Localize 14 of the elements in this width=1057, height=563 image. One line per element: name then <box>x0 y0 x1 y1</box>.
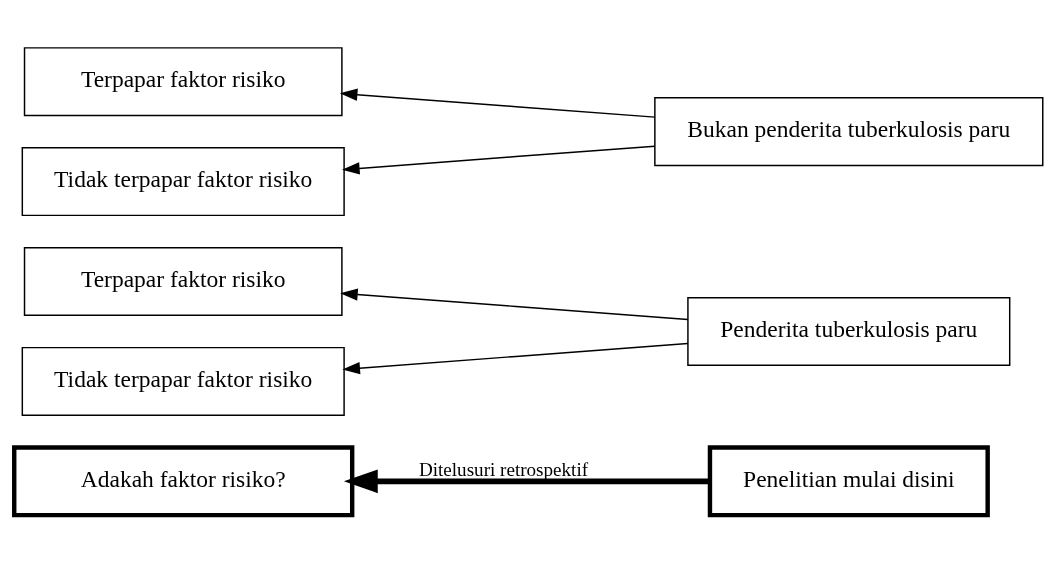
arrow <box>340 288 689 321</box>
node-box: Penelitian mulai disini <box>707 445 990 518</box>
arrow <box>341 145 656 175</box>
node-box: Adakah faktor risiko? <box>12 445 355 518</box>
node-box: Penderita tuberkulosis paru <box>687 296 1011 366</box>
arrow <box>343 469 710 494</box>
node-box: Bukan penderita tuberkulosis paru <box>654 97 1044 167</box>
node-box: Tidak terpapar faktor risiko <box>21 346 345 416</box>
arrow <box>339 88 656 118</box>
node-box: Terpapar faktor risiko <box>23 246 343 317</box>
arrow <box>342 342 689 375</box>
edge-label: Ditelusuri retrospektif <box>418 459 589 481</box>
node-box: Terpapar faktor risiko <box>23 47 343 117</box>
node-box: Tidak terpapar faktor risiko <box>21 147 345 217</box>
